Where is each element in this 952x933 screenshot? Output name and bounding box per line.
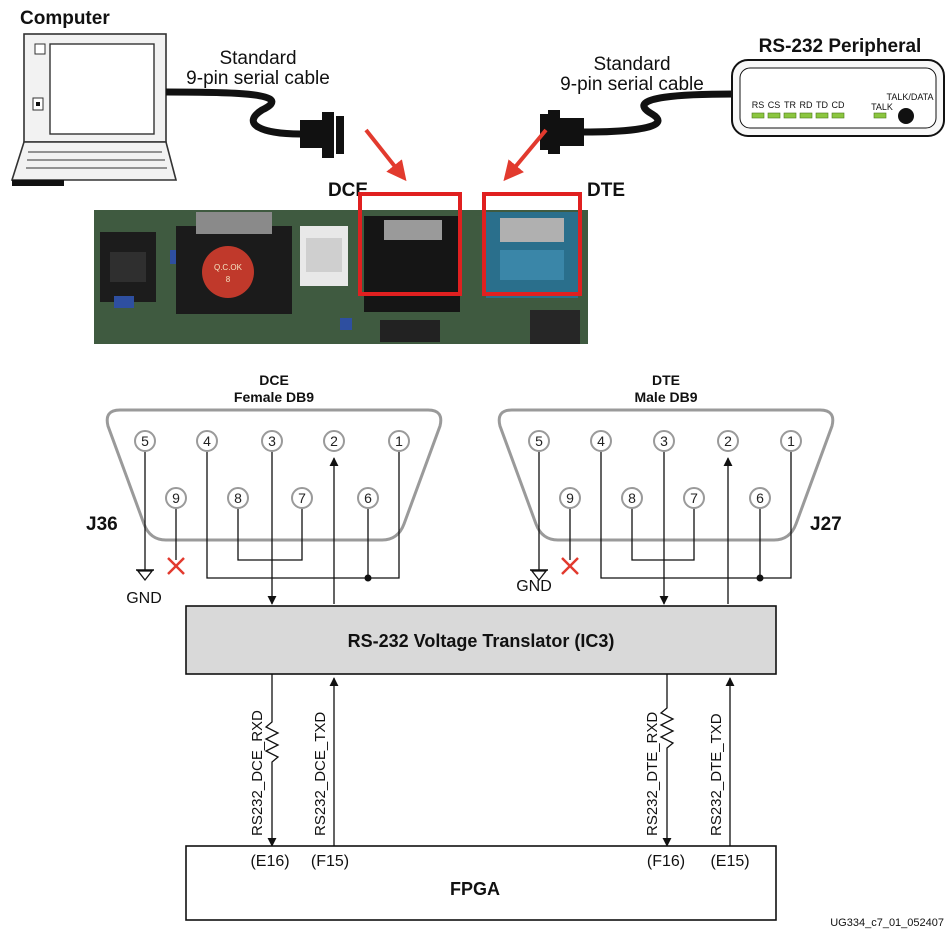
pin-label: 3 [660, 433, 668, 449]
talk-label: TALK [871, 102, 893, 112]
dte-txd-label: RS232_DTE_TXD [708, 713, 725, 836]
right-cable-line2: 9-pin serial cable [560, 74, 704, 95]
dce-db9-outline [107, 410, 441, 540]
dte-connector-subtitle: Male DB9 [634, 389, 697, 405]
dte-connector-title: DTE [652, 372, 680, 388]
led-indicator [768, 113, 780, 118]
pin-label: 3 [268, 433, 276, 449]
photo-dte-label: DTE [587, 180, 625, 201]
right-cable-line1: Standard [593, 54, 670, 75]
qc-ok-sticker [202, 246, 254, 298]
dce-connector-subtitle: Female DB9 [234, 389, 314, 405]
figure-id: UG334_c7_01_052407 [830, 917, 944, 929]
dce-connector-title: DCE [259, 372, 289, 388]
board-photo: Q.C.OK 8 [94, 194, 588, 344]
left-cable [166, 92, 300, 134]
led-indicator [800, 113, 812, 118]
dce-rxd-label: RS232_DCE_RXD [249, 710, 266, 836]
pin-label: 8 [628, 490, 636, 506]
dce-txd-label: RS232_DCE_TXD [312, 712, 329, 836]
pin-label: 9 [566, 490, 574, 506]
pin-label: 1 [395, 433, 403, 449]
dce-junction-dot [365, 575, 372, 582]
pin-label: 6 [756, 490, 764, 506]
led-indicator [832, 113, 844, 118]
pin-label: 1 [787, 433, 795, 449]
talk-led [874, 113, 886, 118]
left-cable-line1: Standard [219, 48, 296, 69]
dte-gnd-label: GND [516, 578, 552, 595]
pin-label: 7 [298, 490, 306, 506]
pin-label: 4 [203, 433, 211, 449]
fpga-label: FPGA [450, 879, 500, 899]
left-db9-plug-icon [300, 112, 344, 158]
pin-label: 5 [535, 433, 543, 449]
dte-db9-outline [499, 410, 833, 540]
fpga-pin-e16: (E16) [250, 853, 289, 870]
talk-data-label: TALK/DATA [886, 92, 933, 102]
led-label: CD [832, 100, 845, 110]
pin-label: 4 [597, 433, 605, 449]
led-label: CS [768, 100, 781, 110]
dte-rxd-line [661, 674, 673, 846]
peripheral-title: RS-232 Peripheral [759, 36, 922, 57]
pin-label: 9 [172, 490, 180, 506]
pin-label: 2 [724, 433, 732, 449]
voltage-translator-label: RS-232 Voltage Translator (IC3) [348, 631, 615, 651]
led-label: TD [816, 100, 828, 110]
photo-dce-label: DCE [328, 180, 368, 201]
sticker-text-2: 8 [226, 275, 231, 284]
led-label: TR [784, 100, 796, 110]
pin-label: 6 [364, 490, 372, 506]
dte-red-arrow [506, 130, 546, 178]
talk-data-button-icon [898, 108, 914, 124]
pin-label: 7 [690, 490, 698, 506]
pin-label: 2 [330, 433, 338, 449]
dce-gnd-label: GND [126, 590, 162, 607]
dce-red-arrow [366, 130, 404, 178]
dce-no-connect-icon [168, 558, 184, 574]
pin-label: 8 [234, 490, 242, 506]
led-label: RS [752, 100, 765, 110]
left-cable-line2: 9-pin serial cable [186, 68, 330, 89]
laptop-icon [12, 34, 176, 186]
computer-label: Computer [20, 8, 110, 29]
led-indicator [752, 113, 764, 118]
dte-rxd-label: RS232_DTE_RXD [644, 712, 661, 836]
fpga-pin-f15: (F15) [311, 853, 349, 870]
led-indicator [816, 113, 828, 118]
dte-junction-dot [757, 575, 764, 582]
sticker-text-1: Q.C.OK [214, 263, 243, 272]
pin-label: 5 [141, 433, 149, 449]
right-cable [584, 94, 734, 132]
led-label: RD [800, 100, 813, 110]
dte-no-connect-icon [562, 558, 578, 574]
dte-ref-j27: J27 [810, 514, 842, 535]
led-indicator [784, 113, 796, 118]
dce-gnd-symbol [136, 570, 154, 580]
fpga-pin-e15: (E15) [710, 853, 749, 870]
dce-rxd-line [266, 674, 278, 846]
dce-ref-j36: J36 [86, 514, 118, 535]
fpga-pin-f16: (F16) [647, 853, 685, 870]
